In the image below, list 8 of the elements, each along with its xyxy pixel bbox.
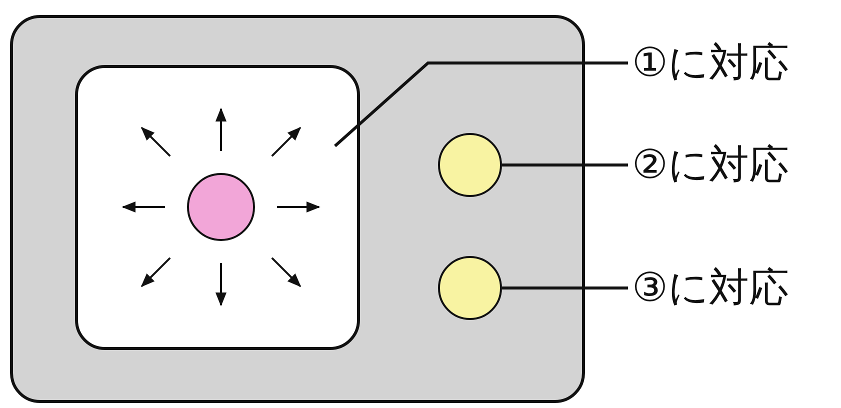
display-screen — [75, 65, 360, 350]
leader-line — [502, 164, 628, 166]
leader-line — [502, 286, 628, 290]
callout-label: ②に対応 — [632, 142, 789, 188]
leader-line — [334, 62, 628, 148]
callout-label: ③に対応 — [632, 265, 789, 311]
device-panel — [10, 15, 585, 403]
callout-label: ①に対応 — [632, 40, 789, 86]
